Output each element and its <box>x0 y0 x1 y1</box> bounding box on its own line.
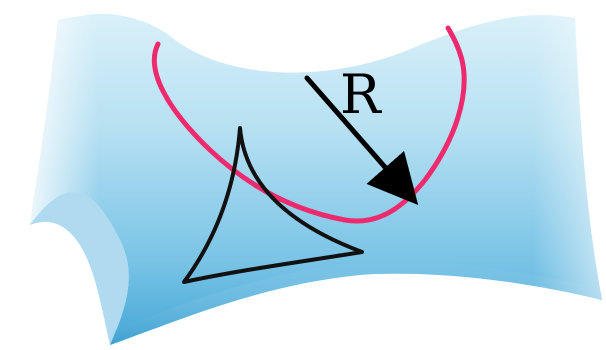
radius-arrow <box>304 75 419 206</box>
saddle-surface <box>30 13 602 345</box>
circle-curve <box>151 25 467 224</box>
radius-label: R <box>340 63 382 126</box>
geodesic-triangle <box>182 126 364 284</box>
